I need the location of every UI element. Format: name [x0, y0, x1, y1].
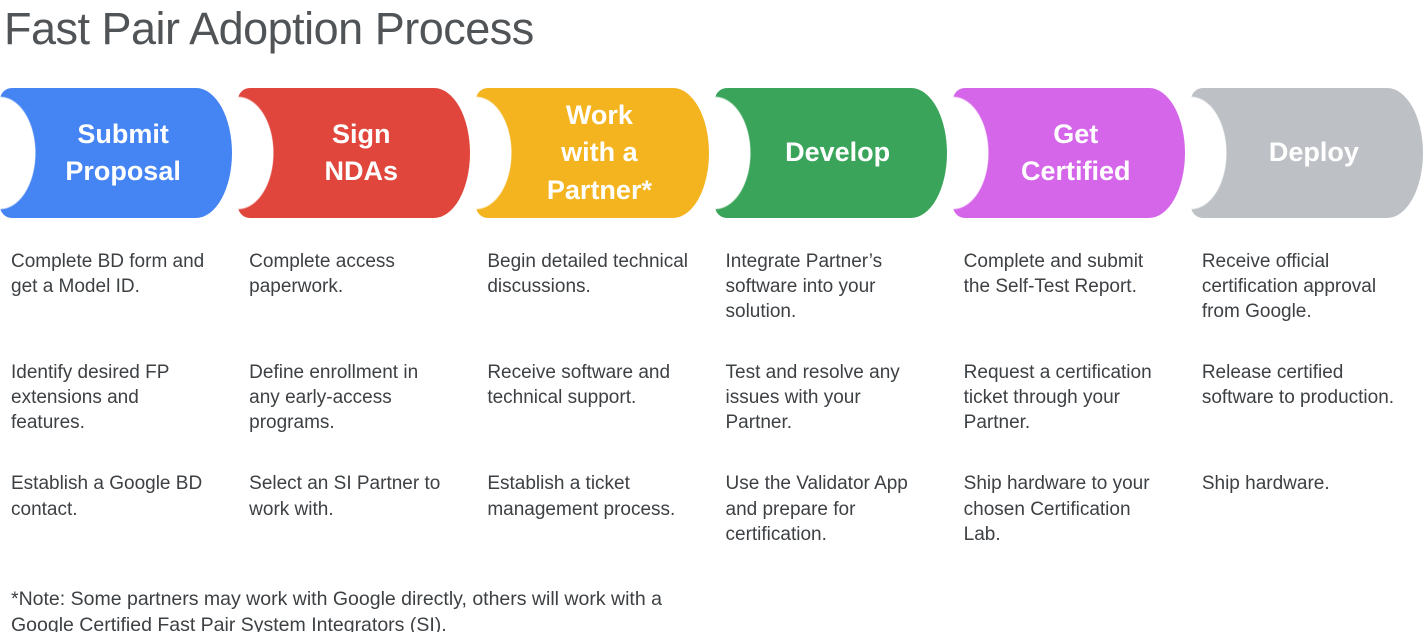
detail-deploy-2: Release certified software to production… — [1201, 362, 1395, 409]
step-pill-sign-ndas: Sign NDAs — [238, 88, 471, 218]
detail-deploy-3: Ship hardware. — [1201, 473, 1330, 495]
step-details-grid: Complete BD form and get a Model ID. Com… — [0, 249, 1423, 547]
step-label-develop: Develop — [785, 137, 891, 168]
detail-work-with-partner-1: Begin detailed technical discussions. — [487, 251, 689, 298]
step-pill-develop: Develop — [714, 88, 947, 218]
page-title: Fast Pair Adoption Process — [4, 3, 534, 54]
detail-work-with-partner-3: Establish a ticket management process. — [487, 473, 676, 520]
detail-sign-ndas-1: Complete access paperwork. — [249, 251, 395, 298]
step-label-submit-proposal: Submit Proposal — [65, 118, 181, 186]
detail-develop-1: Integrate Partner’s software into your s… — [725, 251, 883, 323]
step-label-get-certified: Get Certified — [1021, 118, 1131, 186]
detail-get-certified-1: Complete and submit the Self-Test Report… — [963, 251, 1144, 298]
step-pill-deploy: Deploy — [1190, 88, 1423, 218]
detail-sign-ndas-3: Select an SI Partner to work with. — [249, 473, 441, 520]
step-label-sign-ndas: Sign NDAs — [324, 118, 399, 186]
detail-deploy-1: Receive official certification approval … — [1201, 251, 1377, 323]
step-label-work-with-partner: Work with a Partner* — [546, 100, 652, 205]
detail-get-certified-2: Request a certification ticket through y… — [963, 362, 1152, 434]
detail-submit-proposal-1: Complete BD form and get a Model ID. — [11, 251, 205, 298]
detail-sign-ndas-2: Define enrollment in any early-access pr… — [249, 362, 419, 434]
step-pill-get-certified: Get Certified — [952, 88, 1185, 218]
footnote: *Note: Some partners may work with Googl… — [11, 587, 662, 632]
step-label-deploy: Deploy — [1268, 137, 1359, 168]
detail-get-certified-3: Ship hardware to your chosen Certificati… — [963, 473, 1150, 545]
detail-develop-2: Test and resolve any issues with your Pa… — [725, 362, 900, 434]
detail-submit-proposal-3: Establish a Google BD contact. — [11, 473, 203, 520]
step-pill-work-with-partner: Work with a Partner* — [476, 88, 709, 218]
detail-work-with-partner-2: Receive software and technical support. — [487, 362, 671, 409]
detail-develop-3: Use the Validator App and prepare for ce… — [725, 473, 908, 545]
process-steps-row: Submit Proposal Sign NDAs Work with a Pa… — [0, 88, 1423, 218]
detail-submit-proposal-2: Identify desired FP extensions and featu… — [11, 362, 170, 434]
step-pill-submit-proposal: Submit Proposal — [0, 88, 233, 218]
